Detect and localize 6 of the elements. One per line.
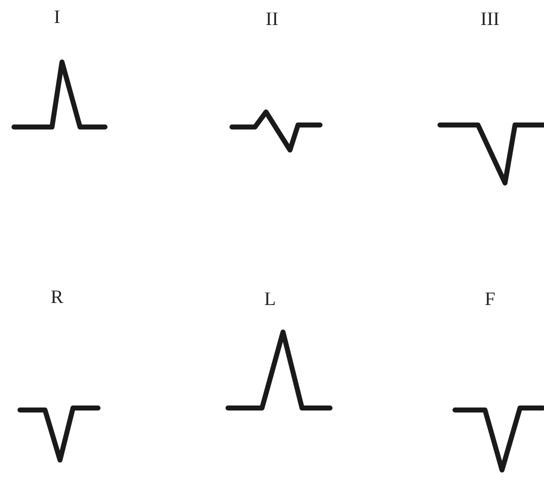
lead-label: L bbox=[264, 290, 276, 309]
lead-label: III bbox=[480, 10, 500, 29]
lead-label: F bbox=[484, 290, 496, 309]
lead-label: II bbox=[266, 10, 278, 29]
lead-label: R bbox=[50, 288, 64, 307]
lead-label: I bbox=[54, 8, 60, 27]
